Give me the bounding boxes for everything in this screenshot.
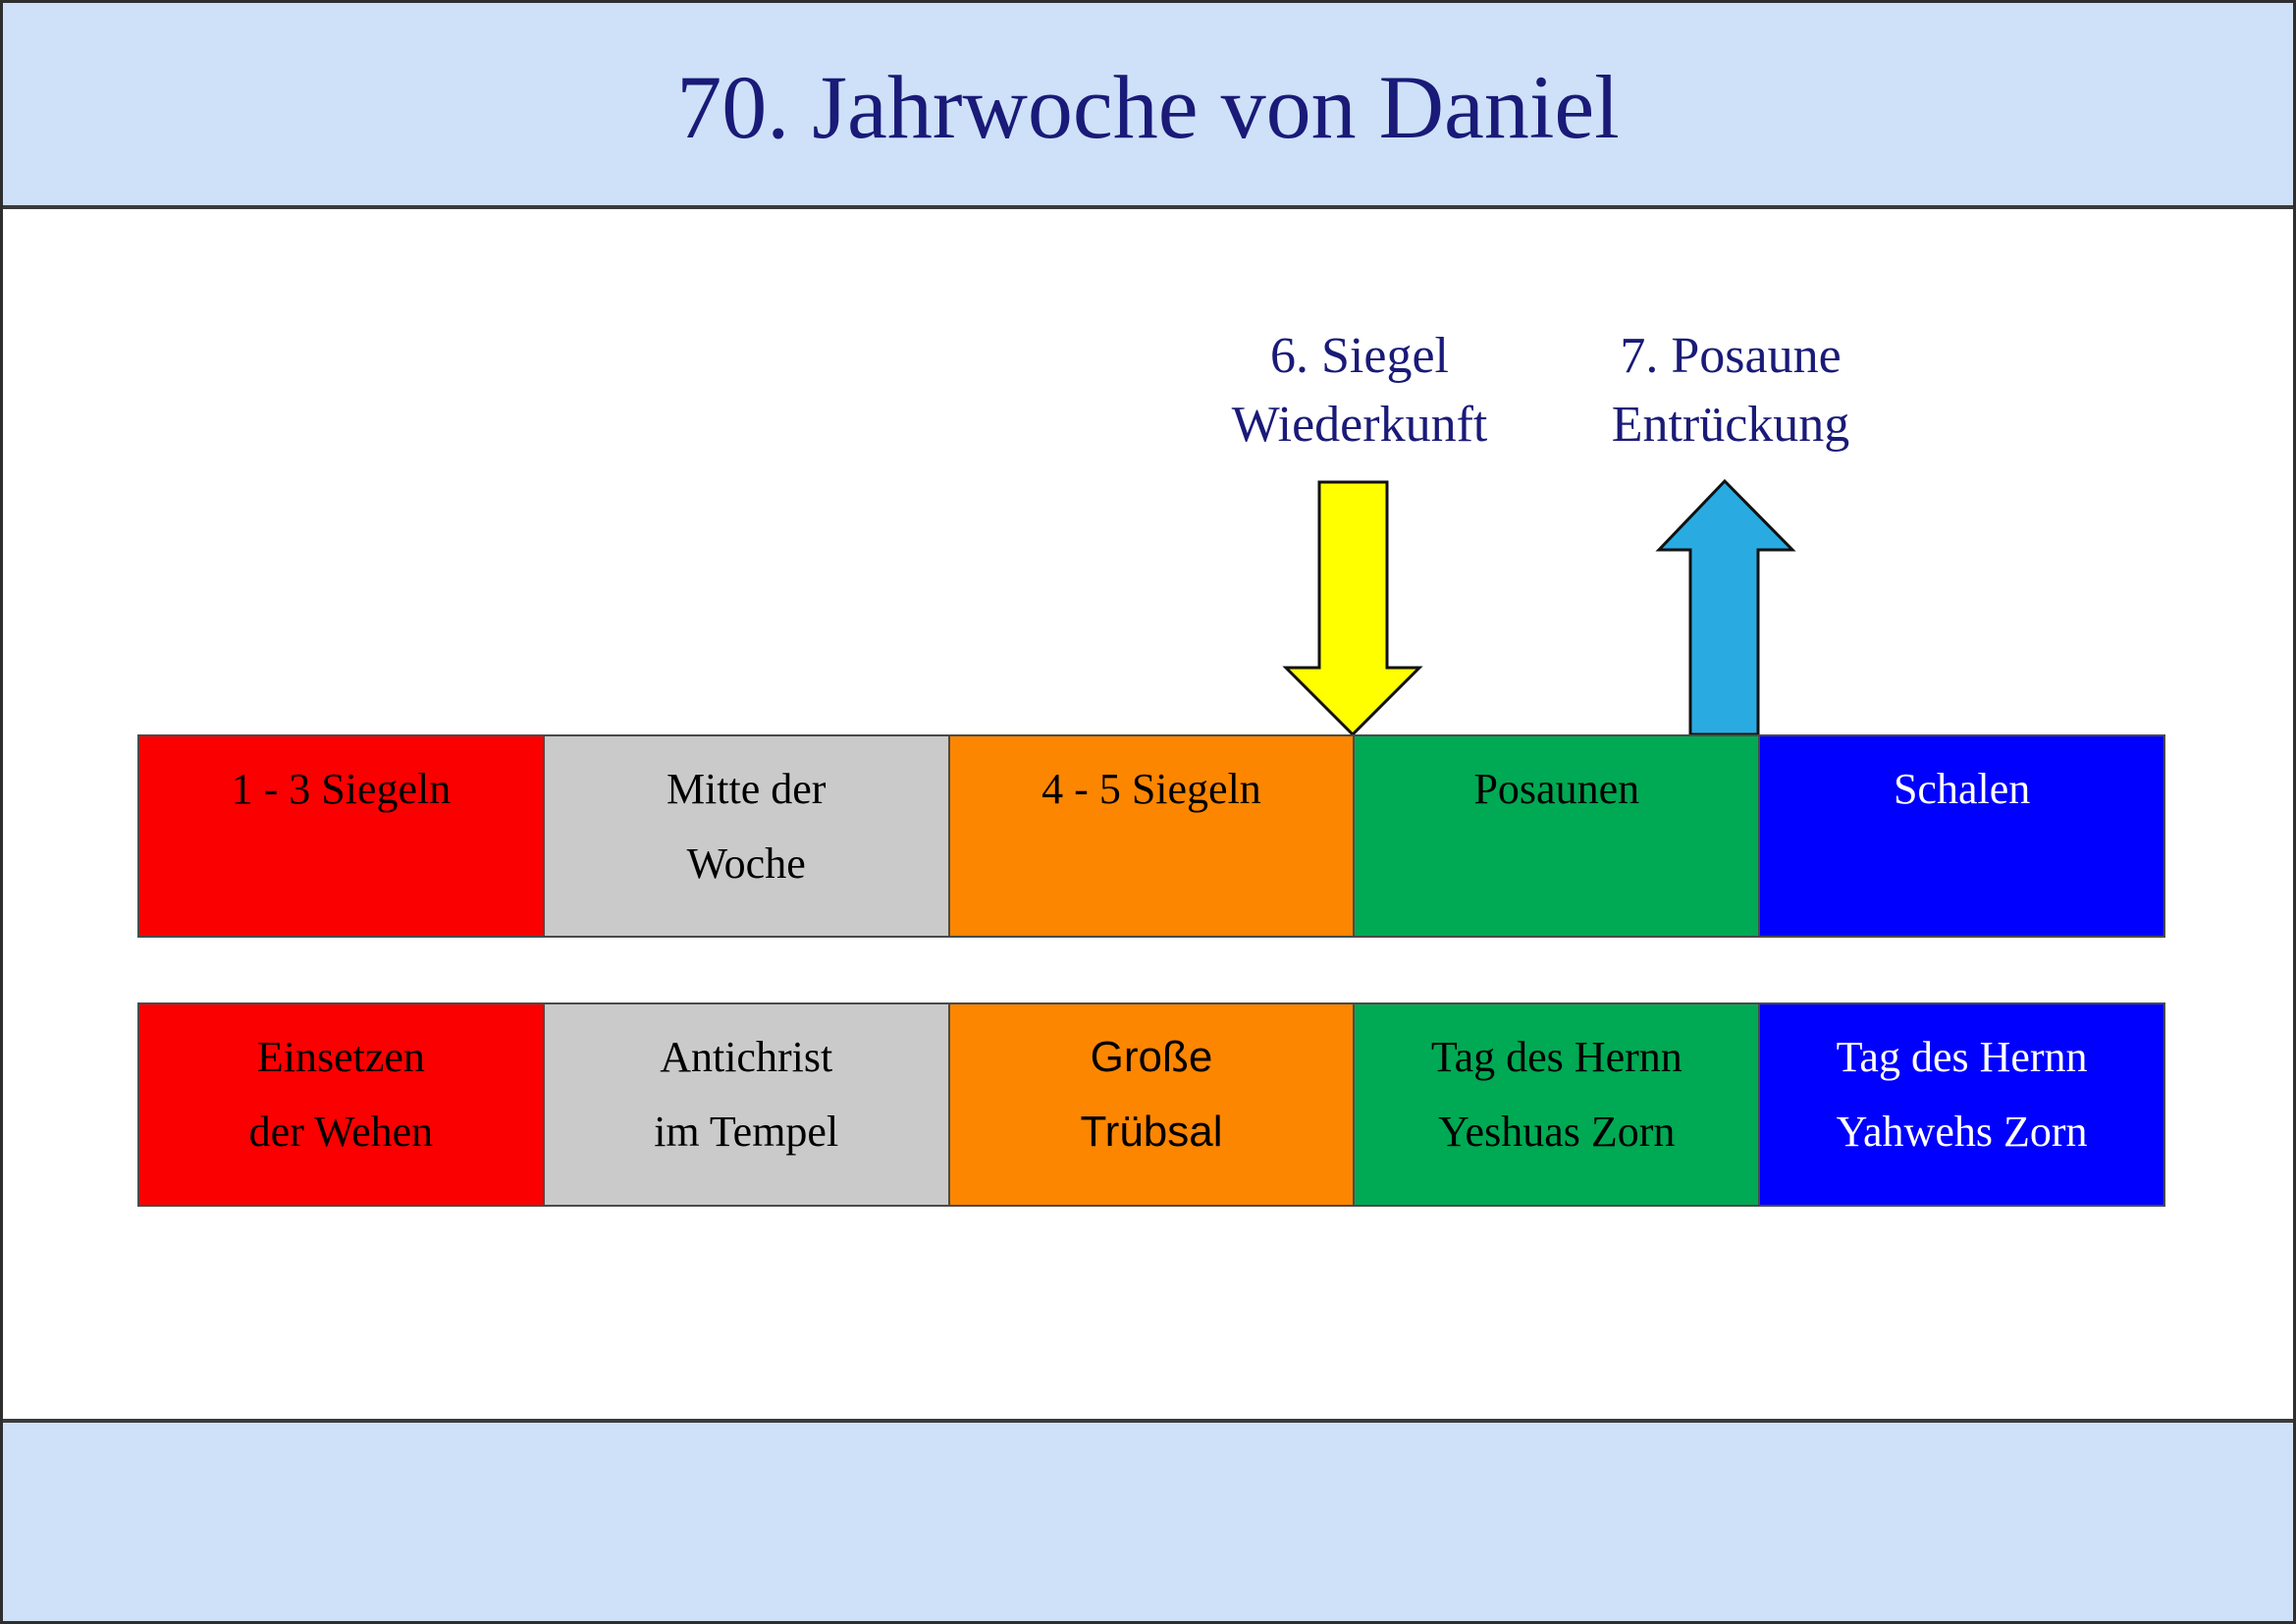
timeline-top-bar: 1 - 3 Siegeln Mitte der Woche 4 - 5 Sieg… [137,734,2165,938]
annotation-line: 7. Posaune [1620,328,1842,384]
segment-einsetzen-der-wehen: Einsetzen der Wehen [139,1004,545,1205]
segment-antichrist-im-tempel: Antichrist im Tempel [544,1004,950,1205]
segment-label-line: Einsetzen [256,1033,425,1081]
segment-grosse-truebsal: Große Trübsal [949,1004,1356,1205]
segment-label-line: Tag des Hernn [1430,1033,1682,1081]
annotation-sixth-seal: 6. Siegel Wiederkunft [1055,322,1664,460]
segment-schalen: Schalen [1760,736,2163,936]
segment-label-line: Tag des Hernn [1836,1033,2088,1081]
segment-label-line: im Tempel [654,1108,839,1156]
annotation-line: 6. Siegel [1270,328,1449,384]
segment-label-line: Schalen [1893,765,2031,813]
segment-label-line: Mitte der [666,765,827,813]
segment-label-line: Yahwehs Zorn [1836,1108,2088,1156]
segment-tag-des-herrn-yahwehs-zorn: Tag des Hernn Yahwehs Zorn [1760,1004,2163,1205]
segment-posaunen: Posaunen [1355,736,1761,936]
segment-mitte-der-woche: Mitte der Woche [544,736,950,936]
segment-label-line: Antichrist [660,1033,833,1081]
segment-label-line: Posaunen [1473,765,1640,813]
slide-title: 70. Jahrwoche von Daniel [676,57,1620,157]
timeline-bottom-bar: Einsetzen der Wehen Antichrist im Tempel… [137,1002,2165,1207]
segment-label-line: 4 - 5 Siegeln [1041,765,1261,813]
segment-seals-4-5: 4 - 5 Siegeln [949,736,1356,936]
segment-label-line: Trübsal [1080,1108,1223,1156]
seventh-trumpet-up-arrow-icon [1655,478,1796,736]
title-band: 70. Jahrwoche von Daniel [3,3,2293,209]
segment-label-line: Große [1090,1033,1213,1081]
segment-label-line: der Wehen [248,1108,434,1156]
segment-seals-1-3: 1 - 3 Siegeln [139,736,545,936]
annotation-line: Wiederkunft [1231,397,1488,453]
segment-label-line: Woche [686,839,806,888]
segment-tag-des-herrn-yeshuas-zorn: Tag des Hernn Yeshuas Zorn [1355,1004,1761,1205]
footer-band [3,1419,2293,1621]
sixth-seal-down-arrow-icon [1282,480,1423,737]
segment-label-line: Yeshuas Zorn [1438,1108,1676,1156]
annotation-seventh-trumpet: 7. Posaune Entrückung [1426,322,2035,460]
segment-label-line: 1 - 3 Siegeln [231,765,452,813]
annotation-line: Entrückung [1611,397,1850,453]
